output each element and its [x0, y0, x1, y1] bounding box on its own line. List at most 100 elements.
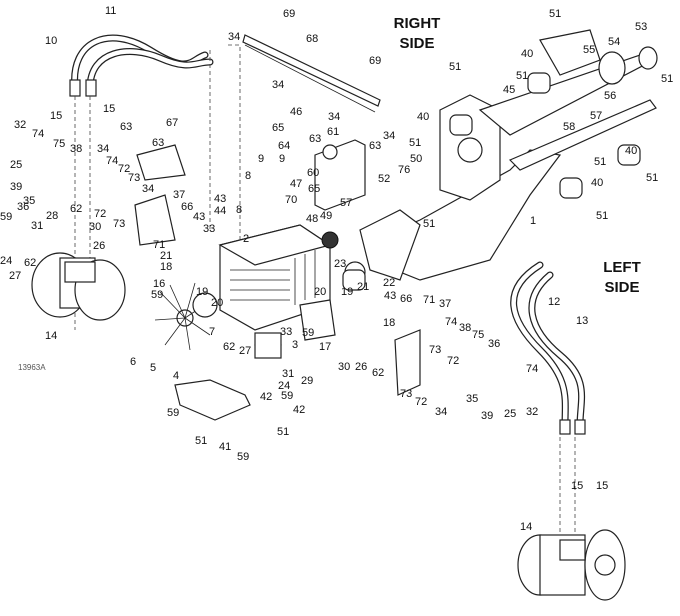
part-callout-20: 20	[211, 297, 223, 309]
part-callout-18: 18	[383, 317, 395, 329]
part-callout-23: 23	[334, 258, 346, 270]
left-side-label-line1: LEFT	[603, 259, 641, 276]
part-callout-75: 75	[472, 329, 484, 341]
alignment-lines	[74, 44, 576, 585]
part-callout-5: 5	[150, 362, 156, 374]
part-callout-43: 43	[384, 290, 396, 302]
part-callout-36: 36	[17, 201, 29, 213]
rail-bracket	[242, 34, 381, 113]
part-callout-17: 17	[319, 341, 331, 353]
part-callout-51: 51	[594, 156, 606, 168]
part-callout-4: 4	[173, 370, 179, 382]
part-callout-2: 2	[243, 233, 249, 245]
part-callout-16: 16	[153, 278, 165, 290]
cooling-fan	[154, 282, 213, 351]
part-callout-72: 72	[447, 355, 459, 367]
part-callout-68: 68	[306, 33, 318, 45]
part-callout-51: 51	[449, 61, 461, 73]
part-callout-10: 10	[45, 35, 57, 47]
part-callout-20: 20	[314, 286, 326, 298]
part-callout-34: 34	[383, 130, 395, 142]
part-callout-42: 42	[260, 391, 272, 403]
part-callout-51: 51	[195, 435, 207, 447]
part-callout-53: 53	[635, 21, 647, 33]
part-callout-24: 24	[278, 380, 290, 392]
part-callout-34: 34	[272, 79, 284, 91]
rubber-mounts	[342, 29, 658, 291]
part-callout-42: 42	[293, 404, 305, 416]
part-callout-43: 43	[214, 193, 226, 205]
part-callout-62: 62	[372, 367, 384, 379]
part-callout-50: 50	[410, 153, 422, 165]
part-callout-29: 29	[301, 375, 313, 387]
oil-reservoir	[314, 139, 366, 211]
part-callout-15: 15	[103, 103, 115, 115]
part-callout-51: 51	[661, 73, 673, 85]
part-callout-75: 75	[53, 138, 65, 150]
part-callout-61: 61	[327, 126, 339, 138]
part-callout-73: 73	[429, 344, 441, 356]
part-callout-51: 51	[277, 426, 289, 438]
part-callout-3: 3	[292, 339, 298, 351]
part-callout-63: 63	[369, 140, 381, 152]
part-callout-38: 38	[70, 143, 82, 155]
part-callout-31: 31	[282, 368, 294, 380]
part-callout-71: 71	[423, 294, 435, 306]
part-callout-34: 34	[228, 31, 240, 43]
part-callout-62: 62	[24, 257, 36, 269]
part-callout-36: 36	[488, 338, 500, 350]
part-callout-32: 32	[14, 119, 26, 131]
hydraulic-motor-right	[517, 529, 626, 601]
part-callout-9: 9	[279, 153, 285, 165]
part-callout-33: 33	[203, 223, 215, 235]
part-callout-67: 67	[166, 117, 178, 129]
part-callout-34: 34	[328, 111, 340, 123]
part-callout-72: 72	[415, 396, 427, 408]
part-callout-66: 66	[181, 201, 193, 213]
upper-hose-assembly	[69, 34, 214, 97]
part-callout-69: 69	[369, 55, 381, 67]
right-side-label-line1: RIGHT	[394, 15, 441, 32]
part-callout-70: 70	[285, 194, 297, 206]
part-callout-51: 51	[596, 210, 608, 222]
part-callout-15: 15	[571, 480, 583, 492]
part-callout-6: 6	[130, 356, 136, 368]
part-callout-7: 7	[209, 326, 215, 338]
part-callout-71: 71	[153, 239, 165, 251]
part-callout-40: 40	[591, 177, 603, 189]
part-callout-34: 34	[142, 183, 154, 195]
part-callout-65: 65	[272, 122, 284, 134]
part-callout-11: 11	[105, 5, 116, 17]
part-callout-30: 30	[338, 361, 350, 373]
part-callout-21: 21	[160, 250, 172, 262]
part-callout-51: 51	[646, 172, 658, 184]
part-callout-52: 52	[378, 173, 390, 185]
part-callout-51: 51	[516, 70, 528, 82]
part-callout-26: 26	[355, 361, 367, 373]
part-callout-33: 33	[280, 326, 292, 338]
part-callout-73: 73	[128, 172, 140, 184]
part-callout-19: 19	[196, 286, 208, 298]
part-callout-40: 40	[417, 111, 429, 123]
part-callout-34: 34	[435, 406, 447, 418]
part-callout-74: 74	[106, 155, 118, 167]
part-callout-21: 21	[357, 281, 369, 293]
part-callout-49: 49	[320, 210, 332, 222]
part-callout-30: 30	[89, 221, 101, 233]
part-callout-46: 46	[290, 106, 302, 118]
right-side-label-line2: SIDE	[399, 35, 434, 52]
part-callout-37: 37	[173, 189, 185, 201]
part-callout-72: 72	[94, 208, 106, 220]
part-callout-62: 62	[70, 203, 82, 215]
part-callout-76: 76	[398, 164, 410, 176]
part-callout-54: 54	[608, 36, 620, 48]
part-callout-31: 31	[31, 220, 43, 232]
part-callout-66: 66	[400, 293, 412, 305]
part-callout-63: 63	[309, 133, 321, 145]
part-callout-44: 44	[214, 205, 226, 217]
part-callout-55: 55	[583, 44, 595, 56]
part-callout-15: 15	[50, 110, 62, 122]
part-callout-22: 22	[383, 277, 395, 289]
